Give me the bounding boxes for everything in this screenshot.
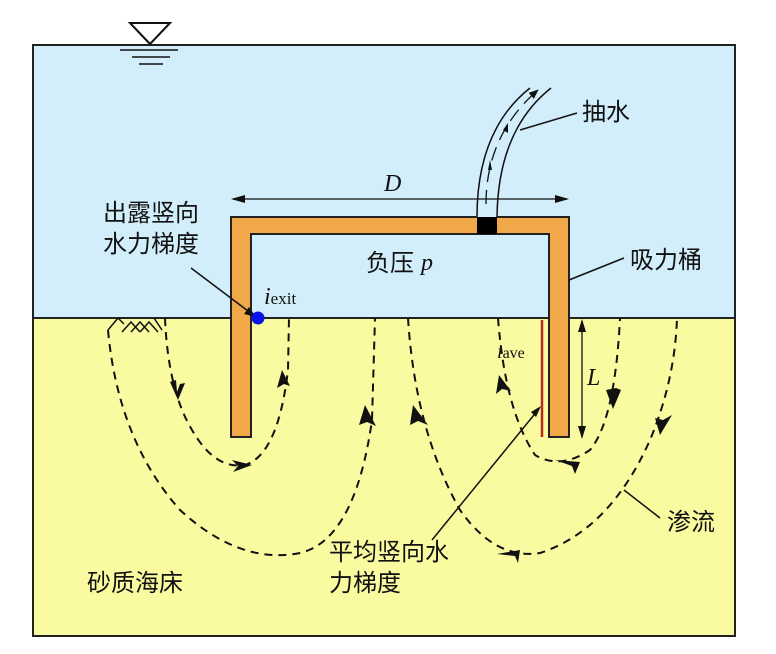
flow-arrow-down-right-outer — [655, 415, 672, 435]
flow-arrow-down-right-inner — [606, 388, 621, 409]
seepage-path-inner-left — [164, 317, 290, 467]
diameter-dimension — [231, 195, 569, 203]
pump-pipe — [476, 87, 552, 218]
flow-arrow-left-bottom-outer — [497, 550, 520, 563]
i-ave-label: iave — [497, 341, 525, 363]
pump-leader-line — [519, 112, 578, 131]
exit-point-marker — [251, 311, 265, 325]
suction-bucket — [230, 216, 570, 438]
pump-label: 抽水 — [582, 98, 630, 126]
avg-gradient-label-line1: 平均竖向水 — [329, 538, 449, 566]
flow-arrow-up-left-inner — [277, 370, 290, 388]
pump-flow-arrow — [485, 89, 539, 205]
flow-arrow-down-left — [170, 380, 185, 400]
seepage-label: 渗流 — [667, 508, 715, 536]
seepage-arrowheads — [170, 370, 672, 563]
pressure-symbol: p — [419, 250, 433, 276]
avg-gradient-label-line2: 力梯度 — [329, 569, 401, 597]
erosion-hatch-icon — [107, 317, 163, 333]
length-label: L — [586, 365, 600, 391]
flow-arrow-right-bottom-left — [232, 460, 252, 472]
flow-arrow-up-center-right — [410, 405, 428, 425]
flow-arrow-up-center-left — [359, 405, 376, 426]
seabed-label: 砂质海床 — [87, 569, 183, 597]
exit-gradient-leader — [190, 267, 253, 315]
seabed-region — [32, 317, 736, 637]
avg-gradient-leader — [431, 409, 539, 541]
diameter-label: D — [383, 171, 401, 197]
flow-arrow-left-bottom-right — [555, 460, 580, 474]
flow-arrow-up-right-inner — [496, 375, 511, 394]
pump-outlet-cap — [477, 217, 497, 234]
length-dimension — [578, 319, 586, 439]
bucket-label: 吸力桶 — [630, 246, 702, 274]
seepage-leader-line — [623, 489, 661, 519]
seepage-path-outer-right — [407, 317, 678, 555]
water-region — [32, 44, 736, 319]
exit-gradient-label-line1: 出露竖向 — [103, 199, 199, 227]
i-exit-label: iexit — [264, 284, 296, 310]
exit-gradient-label-line2: 水力梯度 — [103, 230, 199, 258]
water-level-icon — [120, 22, 178, 65]
negative-pressure-label: 负压 — [366, 249, 414, 277]
bucket-leader-line — [568, 257, 625, 281]
